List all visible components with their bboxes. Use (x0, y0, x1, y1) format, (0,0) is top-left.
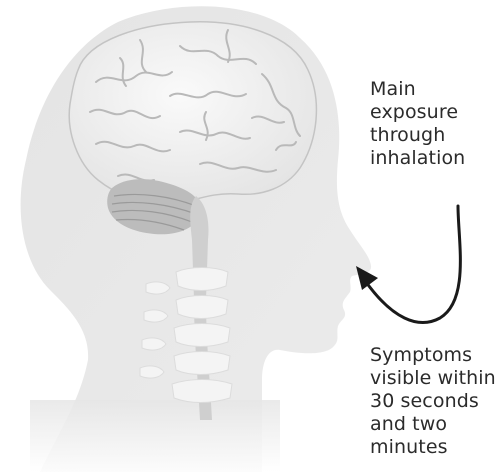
symptoms-line-3: 30 seconds (370, 390, 496, 413)
symptoms-annotation: Symptoms visible within 30 seconds and t… (370, 344, 496, 459)
symptoms-line-4: and two (370, 413, 496, 436)
neck-fade (30, 400, 280, 472)
symptoms-line-5: minutes (370, 436, 496, 459)
symptoms-line-2: visible within (370, 367, 496, 390)
inhalation-line-4: inhalation (370, 147, 465, 170)
inhalation-annotation: Main exposure through inhalation (370, 78, 465, 170)
brain-icon (69, 22, 316, 205)
symptoms-line-1: Symptoms (370, 344, 496, 367)
inhalation-line-3: through (370, 124, 465, 147)
inhalation-line-2: exposure (370, 101, 465, 124)
inhalation-line-1: Main (370, 78, 465, 101)
curved-arrow-icon (356, 206, 460, 323)
